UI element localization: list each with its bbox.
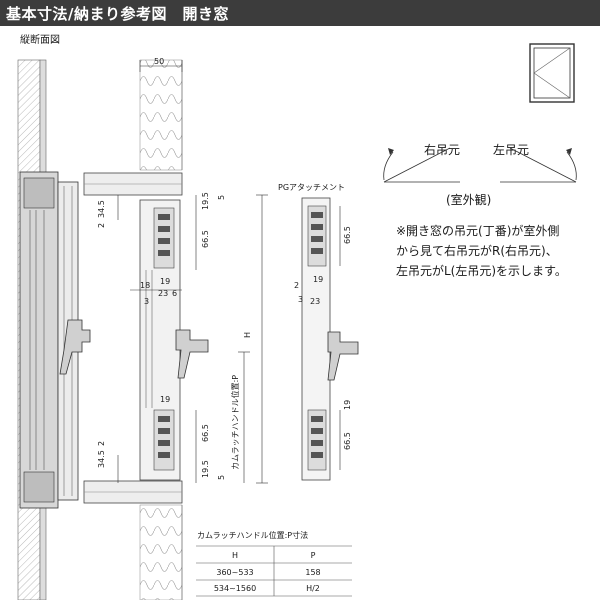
attach-dim-66-5-bottom: 66.5 <box>343 432 352 450</box>
dim-19-5-top: 19.5 <box>201 192 210 210</box>
dim-19-top: 19 <box>160 277 170 286</box>
attachment-handle-icon <box>327 331 359 381</box>
dim-18: 18 <box>140 281 150 290</box>
dim-34-5-bottom: 34.5 <box>97 450 106 468</box>
dim-height: H <box>243 332 252 338</box>
page-title: 基本寸法/納まり参考図 開き窓 <box>6 5 229 23</box>
note-line-1: ※開き窓の吊元(丁番)が室外側 <box>396 224 560 238</box>
attach-dim-2: 2 <box>294 281 299 290</box>
dim-handle-position: カムラッチハンドル位置:P <box>230 375 240 470</box>
section-subtitle: 縦断面図 <box>20 35 60 46</box>
note-line-3: 左吊元がL(左吊元)を示します。 <box>396 264 567 278</box>
dim-2-bottom: 2 <box>97 441 106 446</box>
pg-attachment-detail <box>301 197 359 481</box>
dim-3: 3 <box>144 297 149 306</box>
dim-5-bottom: 5 <box>217 475 226 480</box>
interior-handle-icon <box>175 329 209 379</box>
dim-19-bottom: 19 <box>160 395 170 404</box>
attach-dim-19-bottom: 19 <box>343 400 352 410</box>
left-hinge-diagram-icon <box>500 147 577 183</box>
right-hinge-label: 右吊元 <box>424 143 461 157</box>
dim-6: 6 <box>172 289 177 298</box>
table-cell-h-2: 534~1560 <box>213 584 257 593</box>
dim-19-5-bottom: 19.5 <box>201 460 210 478</box>
header-bar: 基本寸法/納まり参考図 開き窓 <box>0 0 600 26</box>
attach-dim-3: 3 <box>298 295 303 304</box>
table-header-h: H <box>231 551 238 560</box>
cam-latch-handle-icon <box>59 319 91 375</box>
dim-66-5-top: 66.5 <box>201 230 210 248</box>
window-outer-frame <box>19 171 59 509</box>
dim-34-5-top: 34.5 <box>97 200 106 218</box>
table-cell-p-2: H/2 <box>306 584 320 593</box>
dim-23: 23 <box>158 289 168 298</box>
insulation-bottom <box>139 504 183 600</box>
table-cell-h-1: 360~533 <box>216 568 254 577</box>
dim-top-width: 50 <box>154 57 164 66</box>
exterior-view-label: (室外観) <box>446 193 492 207</box>
dim-5-top: 5 <box>217 195 226 200</box>
note-line-2: から見て右吊元がR(右吊元)、 <box>396 244 558 258</box>
attach-dim-66-5-top: 66.5 <box>343 226 352 244</box>
casement-window-icon <box>529 43 575 103</box>
table-cell-p-1: 158 <box>305 568 321 577</box>
dimension-labels: 50 34.5 2 19.5 5 66.5 19 18 3 23 6 66.5 … <box>97 57 252 480</box>
handle-table-title: カムラッチハンドル位置:P寸法 <box>197 531 309 540</box>
attach-dim-23: 23 <box>310 297 320 306</box>
right-hinge-diagram-icon <box>383 147 460 183</box>
attachment-label: PGアタッチメント <box>278 183 346 192</box>
attach-dim-19-top: 19 <box>313 275 323 284</box>
table-header-p: P <box>310 551 316 560</box>
insulation-top <box>139 59 183 171</box>
dim-66-5-bottom: 66.5 <box>201 424 210 442</box>
dim-2-top: 2 <box>97 223 106 228</box>
